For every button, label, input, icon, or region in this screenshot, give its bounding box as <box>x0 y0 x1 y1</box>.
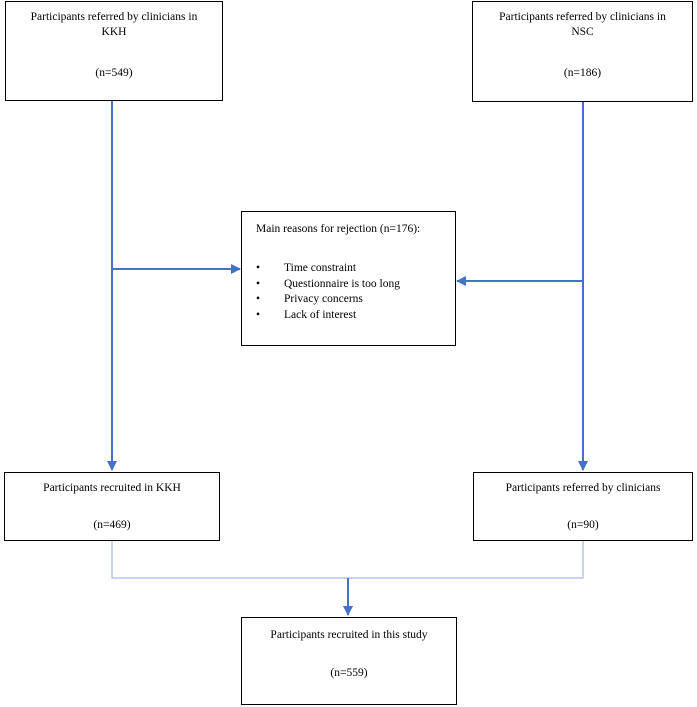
bullet-icon: • <box>256 262 261 274</box>
nsc-recruited-title: Participants referred by clinicians <box>505 482 661 494</box>
total-recruited-count: (n=559) <box>330 667 368 679</box>
total-recruited-title: Participants recruited in this study <box>270 629 428 641</box>
rejection-reasons-list: • Time constraint • Questionnaire is too l… <box>256 261 400 323</box>
rejection-reasons-box: Main reasons for rejection (n=176): • Tim… <box>241 211 456 346</box>
reason-item: • Lack of interest <box>256 308 400 324</box>
reason-label: Lack of interest <box>284 308 357 321</box>
bullet-icon: • <box>256 293 261 305</box>
kkh-referred-box: Participants referred by clinicians in K… <box>5 1 223 101</box>
reason-label: Privacy concerns <box>284 293 363 305</box>
bullet-icon: • <box>256 308 261 321</box>
nsc-referred-box: Participants referred by clinicians in N… <box>472 1 693 102</box>
reason-label: Questionnaire is too long <box>284 277 400 290</box>
merge-connector <box>111 541 584 579</box>
total-recruited-box: Participants recruited in this study (n=… <box>241 617 457 705</box>
kkh-recruited-count: (n=469) <box>93 519 131 531</box>
kkh-referred-count: (n=549) <box>95 67 133 79</box>
nsc-referred-count: (n=186) <box>563 67 602 79</box>
reason-item: • Questionnaire is too long <box>256 277 400 293</box>
reason-label: Time constraint <box>284 262 357 274</box>
reason-item: • Time constraint <box>256 261 400 277</box>
nsc-referred-line1: Participants referred by clinicians in <box>499 11 666 23</box>
nsc-recruited-count: (n=90) <box>567 519 599 531</box>
bullet-icon: • <box>256 277 261 290</box>
rejection-title: Main reasons for rejection (n=176): <box>256 223 421 235</box>
kkh-recruited-box: Participants recruited in KKH (n=469) <box>4 472 220 541</box>
kkh-recruited-title: Participants recruited in KKH <box>43 482 181 494</box>
nsc-recruited-box: Participants referred by clinicians (n=9… <box>473 472 693 541</box>
nsc-referred-line2: NSC <box>571 26 594 38</box>
reason-item: • Privacy concerns <box>256 292 400 308</box>
kkh-referred-line1: Participants referred by clinicians in <box>30 11 198 23</box>
kkh-referred-line2: KKH <box>101 26 127 38</box>
